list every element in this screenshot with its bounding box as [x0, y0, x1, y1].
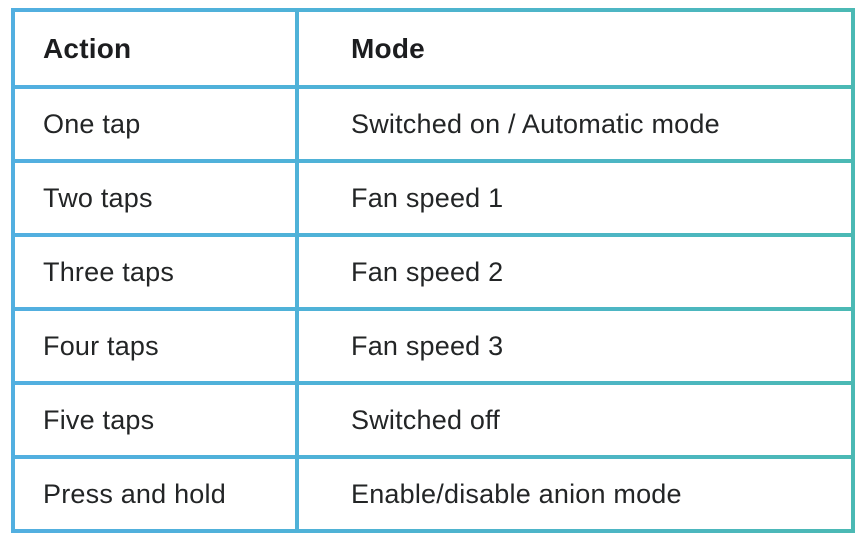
table-cell-action: Three taps	[15, 237, 295, 307]
table-cell-action: Press and hold	[15, 459, 295, 529]
table-cell-mode: Fan speed 2	[299, 237, 851, 307]
table-cell-mode: Fan speed 3	[299, 311, 851, 381]
table-cell-action: Four taps	[15, 311, 295, 381]
table-cell-mode: Enable/disable anion mode	[299, 459, 851, 529]
column-header-mode: Mode	[299, 12, 851, 85]
table-cell-mode: Switched on / Automatic mode	[299, 89, 851, 159]
table-cell-mode: Fan speed 1	[299, 163, 851, 233]
table-cell-action: One tap	[15, 89, 295, 159]
table-cell-action: Two taps	[15, 163, 295, 233]
tap-actions-table: Action Mode One tap Switched on / Automa…	[11, 8, 855, 533]
column-header-action: Action	[15, 12, 295, 85]
table-cell-mode: Switched off	[299, 385, 851, 455]
table-cell-action: Five taps	[15, 385, 295, 455]
